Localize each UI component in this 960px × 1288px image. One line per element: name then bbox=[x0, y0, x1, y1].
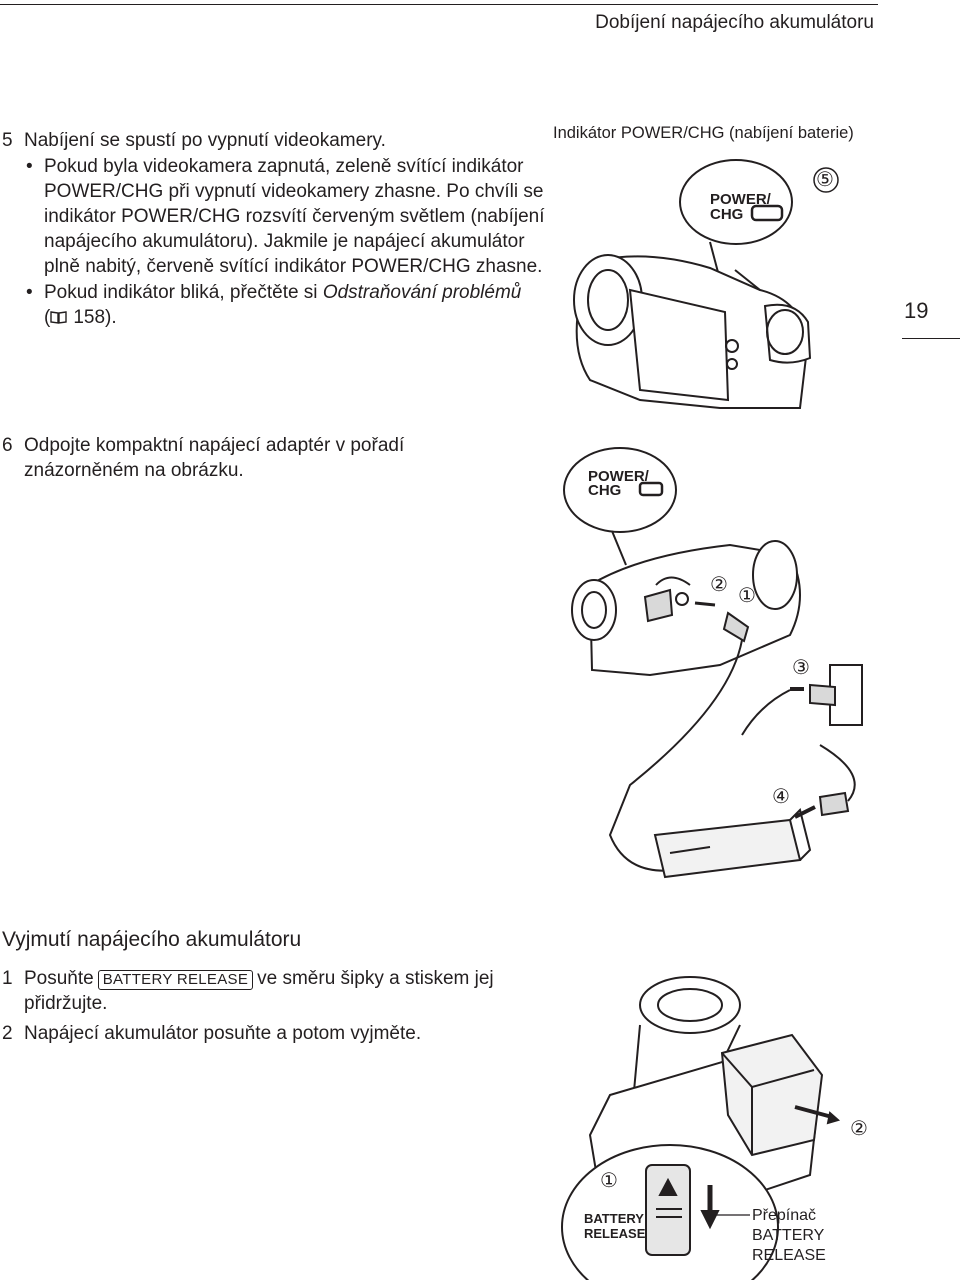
battery-release-key: BATTERY RELEASE bbox=[97, 970, 254, 990]
step-number: 1 bbox=[2, 968, 13, 989]
bullet-text: Pokud indikátor bliká, přečtěte si bbox=[44, 282, 323, 303]
callout-2: ② bbox=[710, 574, 728, 596]
camcorder-charging-illustration: POWER/ CHG ⑤ bbox=[573, 159, 839, 409]
switch-label-1: BATTERY bbox=[584, 1211, 644, 1226]
power-chg-label-2: CHG bbox=[588, 482, 621, 499]
power-chg-label-2: CHG bbox=[710, 206, 743, 223]
callout-1: ① bbox=[738, 585, 756, 607]
page-header-title: Dobíjení napájecího akumulátoru bbox=[595, 12, 874, 33]
bullet-dot: • bbox=[26, 282, 33, 303]
bullet-item: • Pokud byla videokamera zapnutá, zeleně… bbox=[2, 154, 558, 279]
callout-5: ⑤ bbox=[816, 169, 834, 191]
page-number: 19 bbox=[904, 298, 929, 323]
battery-removal-illustration: ② ① BATTERY RELEASE Přepínač BATTERY REL… bbox=[561, 976, 868, 1280]
switch-caption-2: BATTERY bbox=[752, 1227, 825, 1244]
step-text: Posuňte bbox=[24, 968, 94, 989]
bullet-item: • Pokud indikátor bliká, přečtěte si Ods… bbox=[2, 280, 558, 330]
page-number-rule bbox=[902, 338, 960, 339]
power-chg-label-1: POWER/ bbox=[588, 468, 650, 485]
section-title: Vyjmutí napájecího akumulátoru bbox=[2, 928, 302, 951]
book-icon bbox=[50, 311, 68, 324]
page-ref[interactable]: 158). bbox=[73, 307, 117, 328]
step-text: ve směru šipky a stiskem jej přidržujte. bbox=[24, 968, 494, 1014]
power-chg-label-1: POWER/ bbox=[710, 191, 772, 208]
step-text: Napájecí akumulátor posuňte a potom vyjm… bbox=[24, 1023, 422, 1044]
callout-3: ③ bbox=[792, 657, 810, 679]
switch-label-2: RELEASE bbox=[584, 1226, 646, 1241]
switch-caption-1: Přepínač bbox=[752, 1207, 816, 1224]
step-text: Odpojte kompaktní napájecí adaptér v poř… bbox=[24, 435, 405, 481]
callout-1: ① bbox=[600, 1170, 618, 1192]
switch-caption-3: RELEASE bbox=[752, 1247, 826, 1264]
bullet-text: Pokud byla videokamera zapnutá, zeleně s… bbox=[44, 156, 545, 277]
disconnect-adapter-illustration: POWER/ CHG ② ① ③ ④ bbox=[563, 447, 863, 879]
step-number: 2 bbox=[2, 1023, 13, 1044]
troubleshooting-link[interactable]: Odstraňování problémů bbox=[322, 282, 522, 303]
figure-caption: Indikátor POWER/CHG (nabíjení baterie) bbox=[553, 124, 854, 142]
page-ref-open: ( bbox=[44, 307, 51, 328]
header-rule bbox=[0, 4, 878, 5]
callout-2: ② bbox=[850, 1118, 868, 1140]
step-number: 5 bbox=[2, 130, 13, 151]
step-number: 6 bbox=[2, 435, 13, 456]
step-5: 5 Nabíjení se spustí po vypnutí videokam… bbox=[2, 128, 558, 330]
step-6: 6 Odpojte kompaktní napájecí adaptér v p… bbox=[2, 433, 472, 483]
step-text: Nabíjení se spustí po vypnutí videokamer… bbox=[24, 130, 386, 151]
removal-step-2: 2 Napájecí akumulátor posuňte a potom vy… bbox=[2, 1021, 562, 1046]
bullet-dot: • bbox=[26, 156, 33, 177]
callout-4: ④ bbox=[772, 786, 790, 808]
